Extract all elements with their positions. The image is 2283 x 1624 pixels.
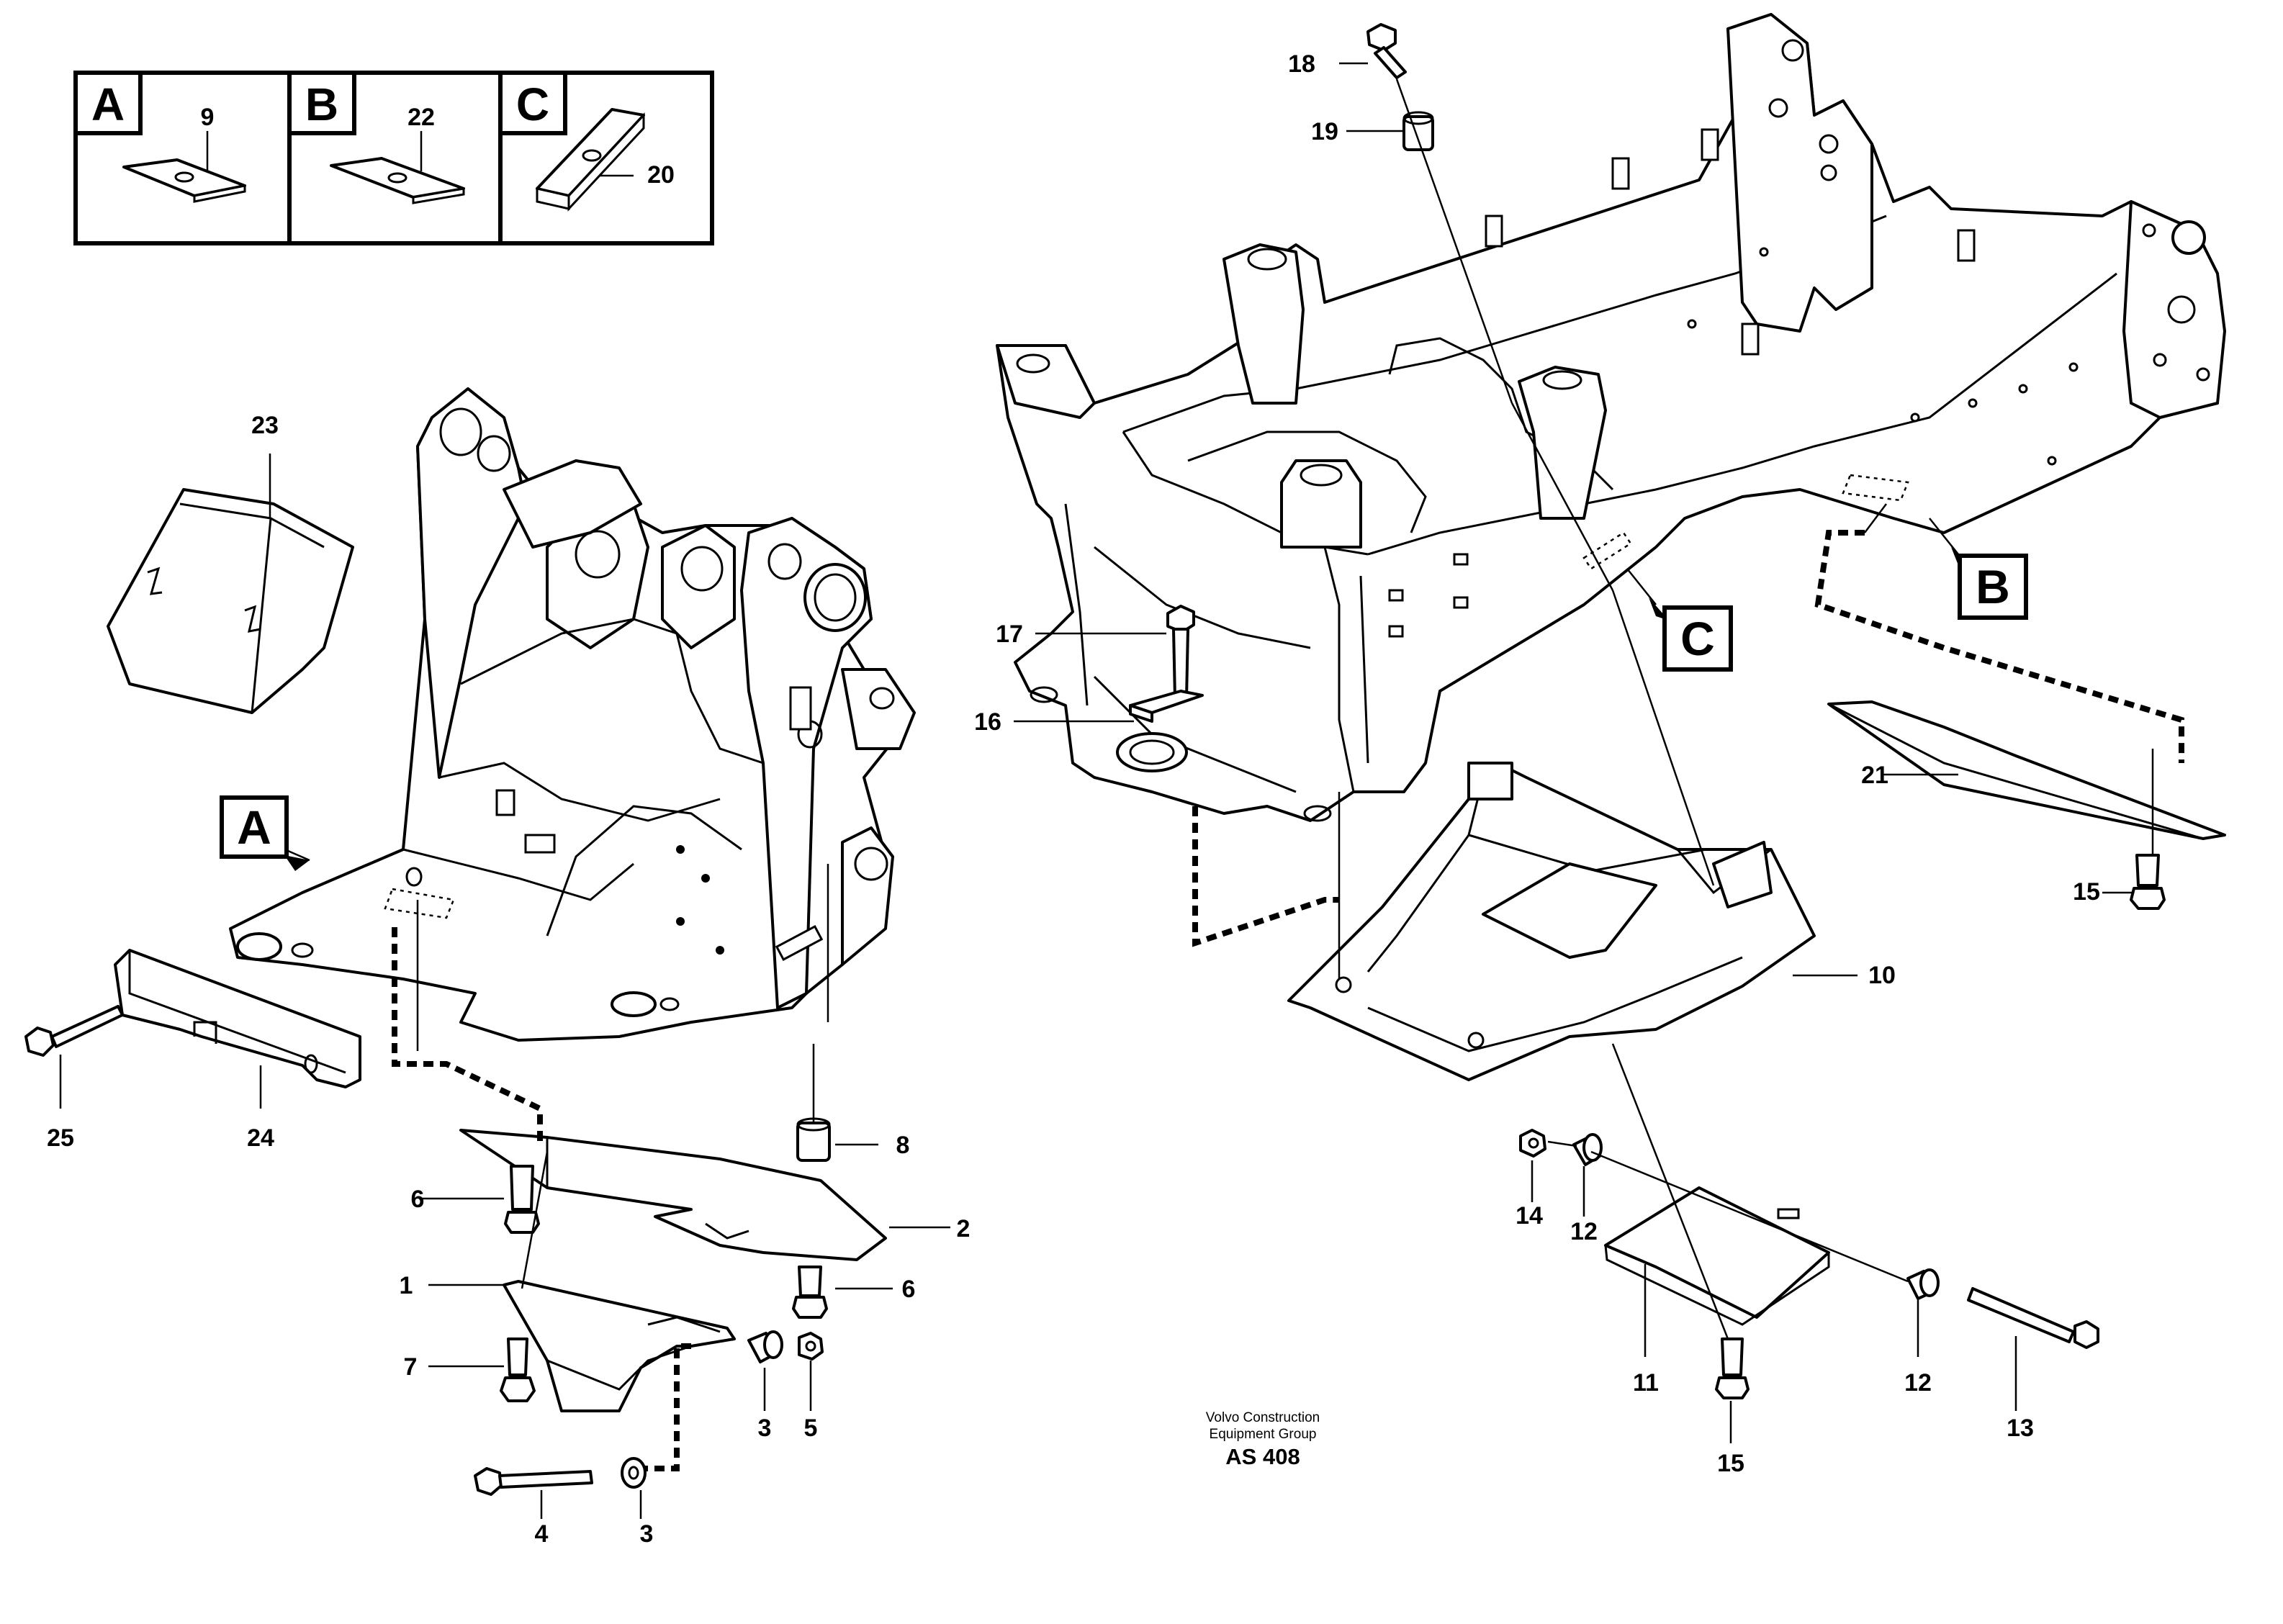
label-7: 7 — [404, 1353, 418, 1381]
spacer-19-icon — [1402, 111, 1434, 151]
wear-plate-21-icon — [1827, 700, 2226, 840]
credit-line-1: Volvo Construction — [1206, 1410, 1320, 1425]
callout-c: C — [1626, 568, 1733, 672]
bolt-18-icon — [1366, 23, 1407, 79]
bushing-12-upper-icon — [1572, 1133, 1603, 1166]
washer-3-lower-icon — [621, 1457, 647, 1489]
wear-plate-a-location — [384, 888, 455, 919]
label-2: 2 — [957, 1215, 971, 1242]
label-12-upper: 12 — [1570, 1218, 1598, 1245]
label-18: 18 — [1288, 50, 1315, 78]
inset-a-letter-box — [73, 71, 143, 135]
front-frame — [229, 387, 916, 1042]
callout-c-letter: C — [1680, 612, 1715, 665]
cover-plate-11-icon — [1604, 1186, 1830, 1326]
leader-lines — [59, 62, 2184, 1519]
rear-frame — [996, 13, 2226, 822]
callout-b-letter: B — [1976, 560, 2010, 613]
wear-plate-22-icon — [330, 157, 465, 204]
part-number-labels: 23 25 24 8 6 2 1 6 7 3 5 4 3 18 19 17 16… — [47, 50, 2100, 1548]
inset-c: C 20 — [498, 71, 675, 212]
publisher-credit: Volvo Construction Equipment Group AS 40… — [1206, 1410, 1320, 1469]
bushing-12-lower-icon — [1906, 1268, 1940, 1300]
label-23: 23 — [251, 412, 279, 439]
label-24: 24 — [247, 1124, 274, 1152]
label-4: 4 — [535, 1520, 549, 1548]
bushing-3-upper-icon — [747, 1330, 783, 1363]
nut-14-icon — [1519, 1129, 1546, 1158]
bolt-15-lower-icon — [1715, 1337, 1750, 1399]
side-plate-24-icon — [114, 949, 361, 1088]
wear-plate-2-icon — [459, 1129, 887, 1261]
shim-20-icon — [536, 108, 645, 212]
credit-line-2: Equipment Group — [1210, 1427, 1317, 1442]
label-3-upper: 3 — [758, 1415, 772, 1442]
label-3-lower: 3 — [640, 1520, 654, 1548]
inset-b-letter: B — [305, 78, 338, 130]
bolt-15-upper-icon — [2130, 854, 2166, 910]
bolt-17-icon — [1166, 605, 1195, 700]
belly-guard-10-icon — [1287, 762, 1816, 1081]
label-17: 17 — [996, 621, 1023, 648]
label-10: 10 — [1868, 962, 1896, 989]
label-21: 21 — [1861, 762, 1888, 789]
inset-panel: A 9 B 22 C 20 — [73, 71, 714, 245]
callout-a-letter: A — [237, 800, 271, 854]
label-6-lower: 6 — [902, 1276, 916, 1303]
cover-plate-23 — [107, 488, 354, 714]
label-15-lower: 15 — [1717, 1450, 1744, 1477]
inset-c-letter: C — [516, 78, 549, 130]
label-1: 1 — [400, 1272, 413, 1299]
inset-b-letter-box — [287, 71, 356, 135]
inset-a: A 9 — [73, 71, 246, 203]
inset-a-letter: A — [91, 78, 125, 130]
bolt-7-icon — [500, 1337, 536, 1402]
label-25: 25 — [47, 1124, 74, 1152]
label-6-upper: 6 — [411, 1186, 425, 1213]
label-15-upper: 15 — [2073, 878, 2100, 906]
inset-b-part-number: 22 — [407, 104, 435, 131]
inset-c-part-number: 20 — [647, 161, 675, 189]
callout-a: A — [220, 795, 310, 871]
illustration-code: AS 408 — [1225, 1444, 1300, 1469]
bolt-6-upper-icon — [504, 1165, 540, 1234]
guard-1-icon — [503, 1280, 736, 1412]
label-12-lower: 12 — [1904, 1369, 1932, 1397]
label-8: 8 — [896, 1132, 910, 1159]
callout-b: B — [1929, 518, 2028, 620]
nut-5-icon — [798, 1332, 824, 1361]
label-5: 5 — [804, 1415, 818, 1442]
label-16: 16 — [974, 708, 1001, 736]
bolt-25-icon — [24, 1005, 124, 1057]
shim-c-location — [1582, 531, 1632, 570]
spacer-8-icon — [796, 1117, 831, 1162]
inset-b: B 22 — [287, 71, 465, 204]
bolt-6-lower-icon — [792, 1266, 828, 1319]
label-19: 19 — [1311, 118, 1338, 145]
inset-c-letter-box — [498, 71, 567, 135]
wear-plate-9-icon — [122, 158, 246, 203]
bolt-13-icon — [1967, 1287, 2099, 1349]
label-14: 14 — [1516, 1202, 1543, 1230]
shim-16-icon — [1129, 690, 1204, 723]
label-13: 13 — [2007, 1415, 2034, 1442]
bolt-4-icon — [474, 1467, 593, 1496]
label-11: 11 — [1633, 1369, 1659, 1397]
inset-a-part-number: 9 — [201, 104, 215, 131]
